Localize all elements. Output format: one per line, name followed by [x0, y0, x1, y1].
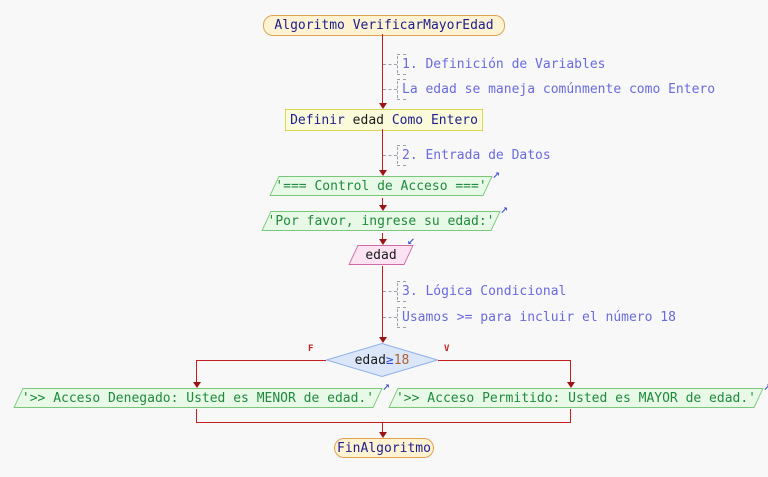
branch-false-label: F: [308, 344, 314, 354]
branch-true-label: V: [444, 344, 450, 354]
input-variable: edad: [365, 247, 397, 263]
comment-definicion-variables[interactable]: 1. Definición de Variables: [383, 53, 608, 75]
arrowhead: [379, 337, 387, 343]
comment-text: 1. Definición de Variables: [397, 53, 608, 75]
define-keyword: Definir: [290, 112, 345, 128]
connector: [382, 198, 383, 205]
output-text: 'Por favor, ingrese su edad:': [267, 213, 495, 229]
connector: [570, 409, 571, 422]
connector: [438, 360, 570, 361]
diamond-shape: [326, 343, 438, 377]
connector: [570, 360, 571, 382]
connector: [382, 266, 383, 337]
arrowhead: [379, 103, 387, 109]
arrowhead: [193, 382, 201, 388]
connector: [382, 422, 383, 432]
arrowhead: [567, 382, 575, 388]
define-node[interactable]: Definir edad Como Entero: [285, 109, 483, 131]
condition-expression: edad≥18: [326, 343, 438, 377]
comment-leader: [383, 154, 397, 156]
condition-value: 18: [393, 352, 410, 368]
comment-text: Usamos >= para incluir el número 18: [397, 306, 678, 328]
start-node-label: Algoritmo VerificarMayorEdad: [274, 18, 494, 33]
decision-node[interactable]: edad≥18: [326, 343, 438, 377]
arrowhead: [379, 170, 387, 176]
output-arrow-icon: ↗: [382, 379, 390, 394]
connector: [196, 360, 326, 361]
output-node-header[interactable]: '=== Control de Acceso ===' ↗: [269, 168, 500, 196]
connector: [382, 233, 383, 239]
connector: [196, 360, 197, 382]
output-text: '>> Acceso Permitido: Usted es MAYOR de …: [395, 390, 757, 406]
output-arrow-icon: ↗: [492, 167, 500, 182]
comment-leader: [383, 290, 397, 292]
arrowhead: [379, 205, 387, 211]
end-node-label: FinAlgoritmo: [337, 440, 431, 456]
comment-logica-condicional[interactable]: 3. Lógica Condicional: [383, 280, 568, 302]
output-node-denegado[interactable]: '>> Acceso Denegado: Usted es MENOR de e…: [13, 380, 390, 408]
connector: [196, 409, 197, 422]
arrowhead: [379, 239, 387, 245]
arrowhead: [379, 432, 387, 438]
output-text: '>> Acceso Denegado: Usted es MENOR de e…: [21, 390, 375, 406]
connector: [382, 34, 383, 103]
comment-leader: [383, 316, 397, 318]
output-node-prompt[interactable]: 'Por favor, ingrese su edad:' ↗: [261, 203, 508, 231]
input-arrow-icon: ↙: [407, 233, 415, 248]
comment-edad-entero[interactable]: La edad se maneja comúnmente como Entero: [383, 78, 717, 100]
comment-leader: [383, 88, 397, 90]
start-node[interactable]: Algoritmo VerificarMayorEdad: [263, 15, 505, 36]
comment-text: La edad se maneja comúnmente como Entero: [397, 78, 717, 100]
output-text: '=== Control de Acceso ===': [275, 178, 487, 194]
comment-entrada-datos[interactable]: 2. Entrada de Datos: [383, 144, 553, 166]
output-arrow-icon: ↗: [500, 202, 508, 217]
comment-usamos-mayor-igual[interactable]: Usamos >= para incluir el número 18: [383, 306, 678, 328]
connector: [196, 422, 571, 423]
connector: [382, 129, 383, 170]
output-arrow-icon: ↗: [763, 379, 768, 394]
comment-text: 2. Entrada de Datos: [397, 144, 553, 166]
end-node[interactable]: FinAlgoritmo: [334, 438, 434, 458]
input-node-edad[interactable]: edad ↙: [348, 234, 415, 265]
define-type: Como Entero: [391, 112, 478, 128]
define-variable: edad: [344, 112, 392, 128]
condition-operator: ≥: [385, 352, 394, 368]
comment-text: 3. Lógica Condicional: [397, 280, 568, 302]
output-node-permitido[interactable]: '>> Acceso Permitido: Usted es MAYOR de …: [388, 380, 768, 408]
comment-leader: [383, 63, 397, 65]
condition-variable: edad: [354, 352, 386, 368]
